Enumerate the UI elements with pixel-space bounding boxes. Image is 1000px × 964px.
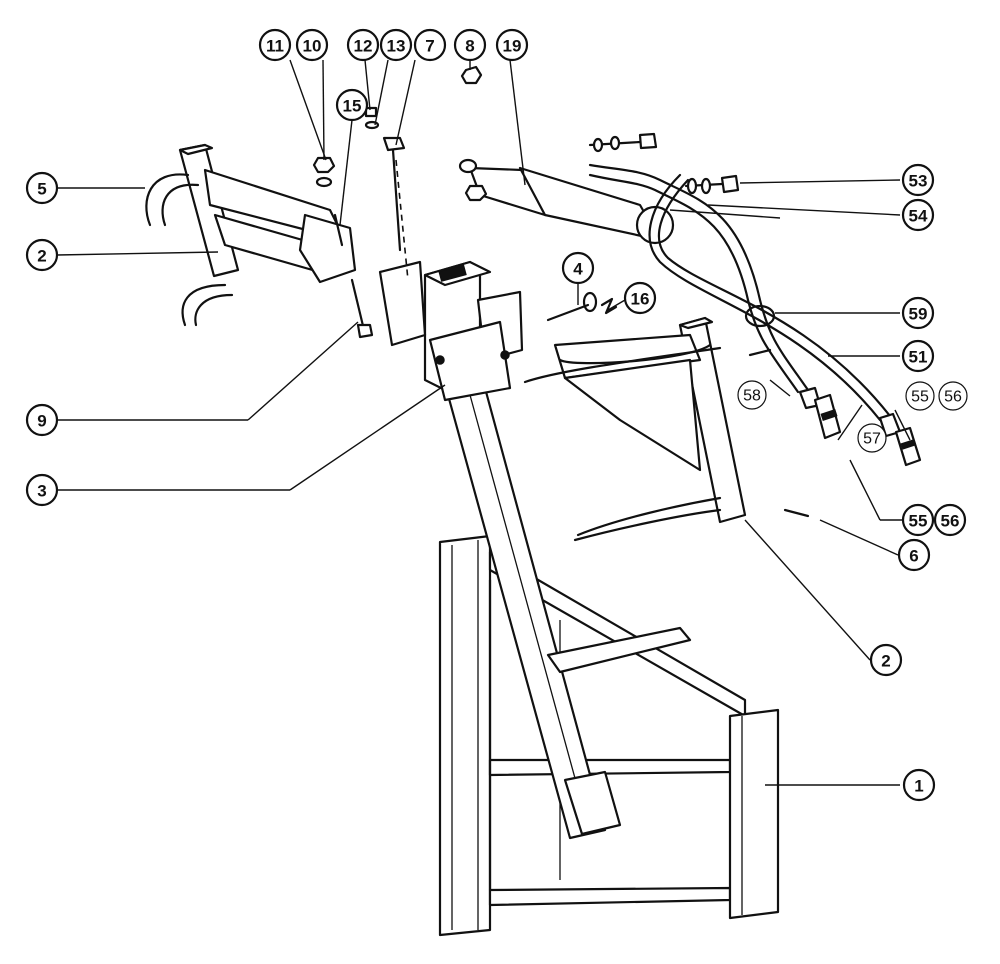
callout-55-upper: 55 [905, 381, 935, 411]
callout-2-left: 2 [25, 238, 59, 272]
callout-10: 10 [295, 28, 329, 62]
callout-51: 51 [901, 339, 935, 373]
callout-56-upper: 56 [938, 381, 968, 411]
callout-15: 15 [335, 88, 369, 122]
leader-lines [56, 59, 911, 786]
mast-beam [446, 386, 692, 840]
callout-57-label: 57 [863, 431, 881, 448]
callout-56-lower-label: 56 [941, 512, 960, 531]
callout-55-lower-label: 55 [909, 512, 928, 531]
callout-12: 12 [346, 28, 380, 62]
callout-54: 54 [901, 198, 935, 232]
callout-53: 53 [901, 163, 935, 197]
callout-51-label: 51 [909, 348, 928, 367]
callout-7: 7 [413, 28, 447, 62]
callout-58: 58 [737, 380, 767, 410]
callout-6-label: 6 [909, 547, 918, 566]
main-frame-part [438, 534, 780, 937]
callout-9: 9 [25, 403, 59, 437]
callout-2-right-label: 2 [881, 652, 890, 671]
callout-16-label: 16 [631, 290, 650, 309]
callout-54-label: 54 [909, 207, 928, 226]
callout-4: 4 [561, 251, 595, 285]
callout-53-label: 53 [909, 172, 928, 191]
callout-1: 1 [902, 768, 936, 802]
fasteners [312, 106, 740, 339]
callout-5-label: 5 [37, 180, 46, 199]
callout-59-label: 59 [909, 305, 928, 324]
callout-19-label: 19 [503, 37, 522, 56]
hydraulic-hoses [588, 163, 922, 467]
right-spear-head [523, 316, 810, 542]
callout-8-label: 8 [465, 37, 474, 56]
callout-12-label: 12 [354, 37, 373, 56]
callout-55-upper-label: 55 [911, 389, 929, 406]
callout-13-label: 13 [387, 37, 406, 56]
callout-2-right: 2 [869, 643, 903, 677]
callout-10-label: 10 [303, 37, 322, 56]
callout-13: 13 [379, 28, 413, 62]
callout-6: 6 [897, 538, 931, 572]
hydraulic-cylinder [458, 65, 675, 245]
callout-55-lower: 55 [901, 503, 935, 537]
callout-15-label: 15 [343, 97, 362, 116]
callout-11: 11 [258, 28, 292, 62]
callout-16: 16 [623, 281, 657, 315]
callout-3: 3 [25, 473, 59, 507]
callout-2-left-label: 2 [37, 247, 46, 266]
callout-5: 5 [25, 171, 59, 205]
callout-58-label: 58 [743, 388, 761, 405]
callout-8: 8 [453, 28, 487, 62]
callout-4-label: 4 [573, 260, 583, 279]
left-spear-head [145, 143, 357, 327]
callout-11-label: 11 [266, 37, 284, 56]
callout-59: 59 [901, 296, 935, 330]
callout-3-label: 3 [37, 482, 46, 501]
callout-1-label: 1 [914, 777, 923, 796]
callout-7-label: 7 [425, 37, 434, 56]
callout-56-upper-label: 56 [944, 389, 962, 406]
mast-head-bracket [378, 260, 524, 402]
callout-9-label: 9 [37, 412, 46, 431]
callout-19: 19 [495, 28, 529, 62]
callout-56-lower: 56 [933, 503, 967, 537]
callout-57: 57 [857, 423, 887, 453]
